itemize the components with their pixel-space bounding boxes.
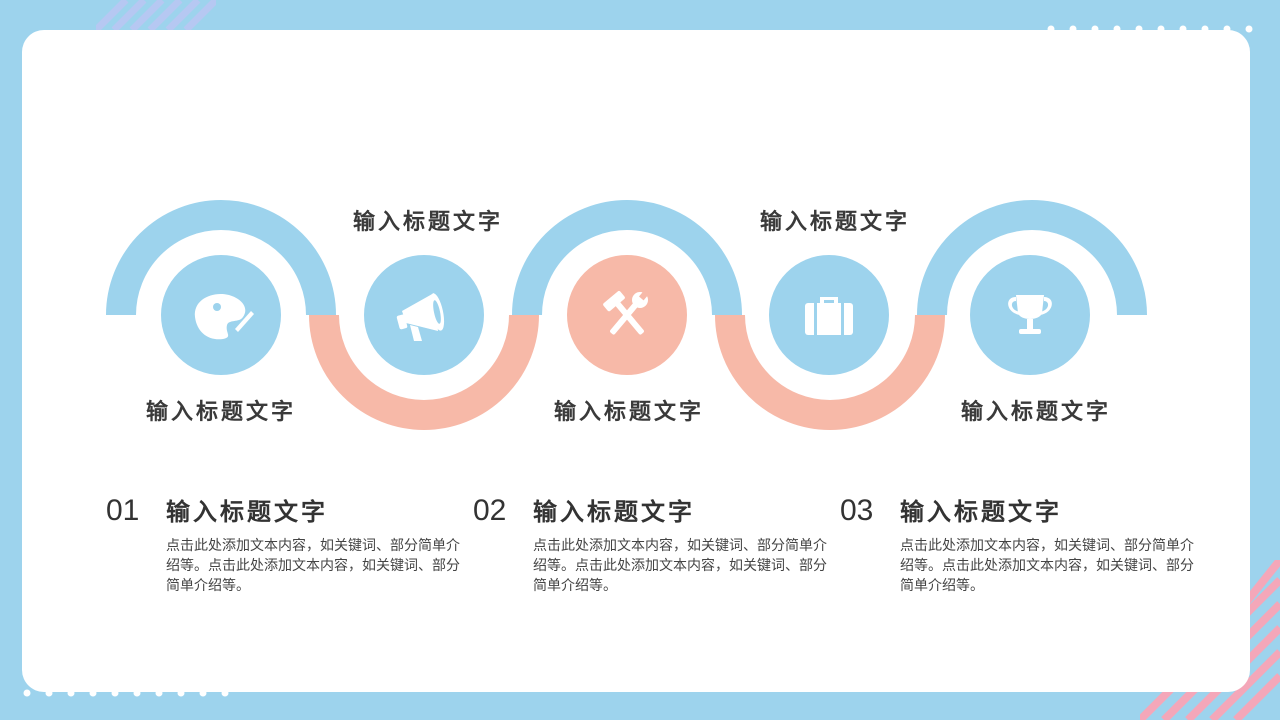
circle-label-5: 输入标题文字 (960, 400, 1111, 425)
step-description: 点击此处添加文本内容，如关键词、部分简单介绍等。点击此处添加文本内容，如关键词、… (900, 538, 1194, 594)
step-number: 03 (840, 494, 874, 527)
briefcase-icon (805, 297, 853, 335)
step-number: 02 (473, 494, 507, 527)
step-title: 输入标题文字 (166, 498, 328, 526)
circle-label-3: 输入标题文字 (553, 400, 704, 425)
decorative-dots-top (1047, 25, 1253, 33)
circle-label-2: 输入标题文字 (352, 210, 503, 235)
arc-bottom-2 (309, 314, 539, 430)
step-description: 点击此处添加文本内容，如关键词、部分简单介绍等。点击此处添加文本内容，如关键词、… (533, 538, 827, 594)
tools-icon (603, 289, 650, 335)
trophy-icon (1008, 295, 1052, 334)
palette-icon (194, 293, 254, 340)
arc-top-3 (512, 200, 742, 316)
arc-top-1 (106, 200, 336, 316)
step-description: 点击此处添加文本内容，如关键词、部分简单介绍等。点击此处添加文本内容，如关键词、… (166, 538, 460, 594)
arc-bottom-4 (715, 314, 945, 430)
decorative-dots-bottom (23, 689, 229, 697)
step-title: 输入标题文字 (533, 498, 695, 526)
decorative-stripes-top-left (96, 0, 216, 30)
megaphone-icon (396, 293, 445, 341)
circle-label-1: 输入标题文字 (145, 400, 296, 425)
step-title: 输入标题文字 (900, 498, 1062, 526)
circle-label-4: 输入标题文字 (759, 210, 910, 235)
arc-top-5 (917, 200, 1147, 316)
step-number: 01 (106, 494, 140, 527)
